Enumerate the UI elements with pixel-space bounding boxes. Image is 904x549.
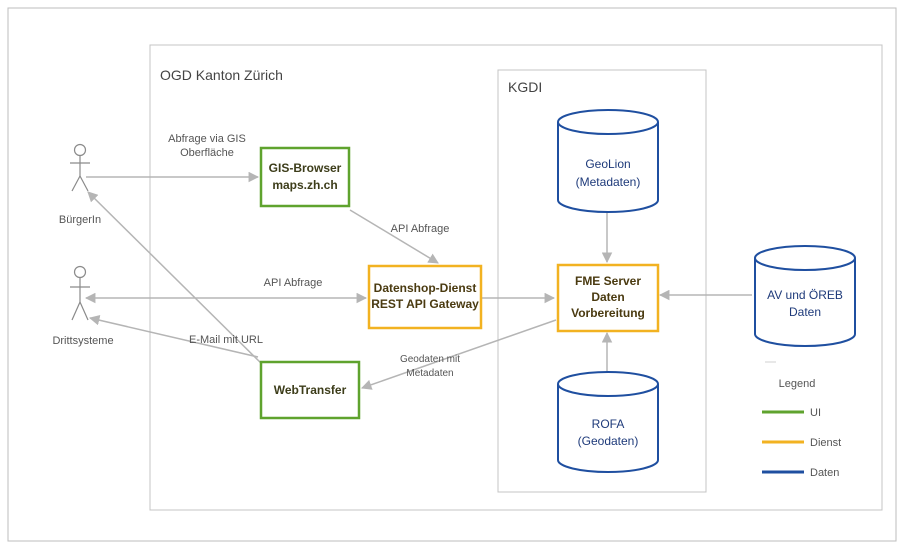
label-geodaten-1: Geodaten mit — [400, 354, 460, 365]
arrow-gis-to-datenshop — [349, 209, 439, 264]
label-geodaten-2: Metadaten — [406, 368, 453, 379]
node-datenshop-line1: Datenshop-Dienst — [374, 281, 477, 295]
legend: Legend UI Dienst Daten — [762, 361, 841, 479]
legend-title: Legend — [779, 378, 816, 390]
node-datenshop-line2: REST API Gateway — [371, 297, 479, 311]
node-gis-browser-line1: GIS-Browser — [269, 161, 342, 175]
label-email: E-Mail mit URL — [189, 334, 263, 346]
node-datenshop-dienst: Datenshop-Dienst REST API Gateway — [367, 264, 483, 330]
node-webtransfer-line1: WebTransfer — [274, 383, 347, 397]
node-geolion-database: GeoLion (Metadaten) — [557, 109, 659, 213]
actor-drittsysteme-label: Drittsysteme — [52, 335, 113, 347]
node-av-line1: AV und ÖREB — [767, 288, 843, 302]
node-fme-line2: Daten — [591, 290, 624, 304]
node-geolion-line2: (Metadaten) — [576, 175, 641, 189]
label-abfrage-gis-1: Abfrage via GIS — [168, 133, 246, 145]
label-abfrage-gis-2: Oberfläche — [180, 147, 234, 159]
node-fme-server: FME Server Daten Vorbereitung — [556, 263, 660, 333]
node-geolion-line1: GeoLion — [585, 157, 630, 171]
node-fme-line1: FME Server — [575, 274, 641, 288]
legend-label-dienst: Dienst — [810, 437, 841, 449]
actor-burger-icon — [70, 143, 90, 192]
actor-drittsysteme-icon — [70, 265, 90, 321]
node-av-oreb-database: AV und ÖREB Daten — [754, 245, 856, 347]
arrow-webtransfer-to-dritt — [88, 315, 259, 358]
node-gis-browser-line2: maps.zh.ch — [272, 178, 337, 192]
label-api-abfrage-1: API Abfrage — [391, 223, 450, 235]
legend-label-ui: UI — [810, 407, 821, 419]
node-rofa-line2: (Geodaten) — [578, 434, 639, 448]
node-gis-browser: GIS-Browser maps.zh.ch — [259, 146, 351, 208]
legend-label-daten: Daten — [810, 467, 839, 479]
group-kgdi-title: KGDI — [508, 79, 542, 95]
group-ogd-kanton-zurich — [149, 44, 883, 511]
actor-burger-label: BürgerIn — [59, 214, 101, 226]
group-kgdi — [497, 69, 707, 493]
node-fme-line3: Vorbereitung — [571, 306, 645, 320]
outer-frame — [7, 7, 897, 542]
node-rofa-database: ROFA (Geodaten) — [557, 371, 659, 473]
arrow-fme-to-webtransfer — [361, 319, 557, 390]
node-webtransfer: WebTransfer — [259, 360, 361, 420]
node-av-line2: Daten — [789, 305, 821, 319]
label-api-abfrage-2: API Abfrage — [264, 277, 323, 289]
group-ogd-title: OGD Kanton Zürich — [160, 67, 283, 83]
arrow-webtransfer-to-burger — [87, 191, 269, 371]
node-rofa-line1: ROFA — [592, 417, 625, 431]
